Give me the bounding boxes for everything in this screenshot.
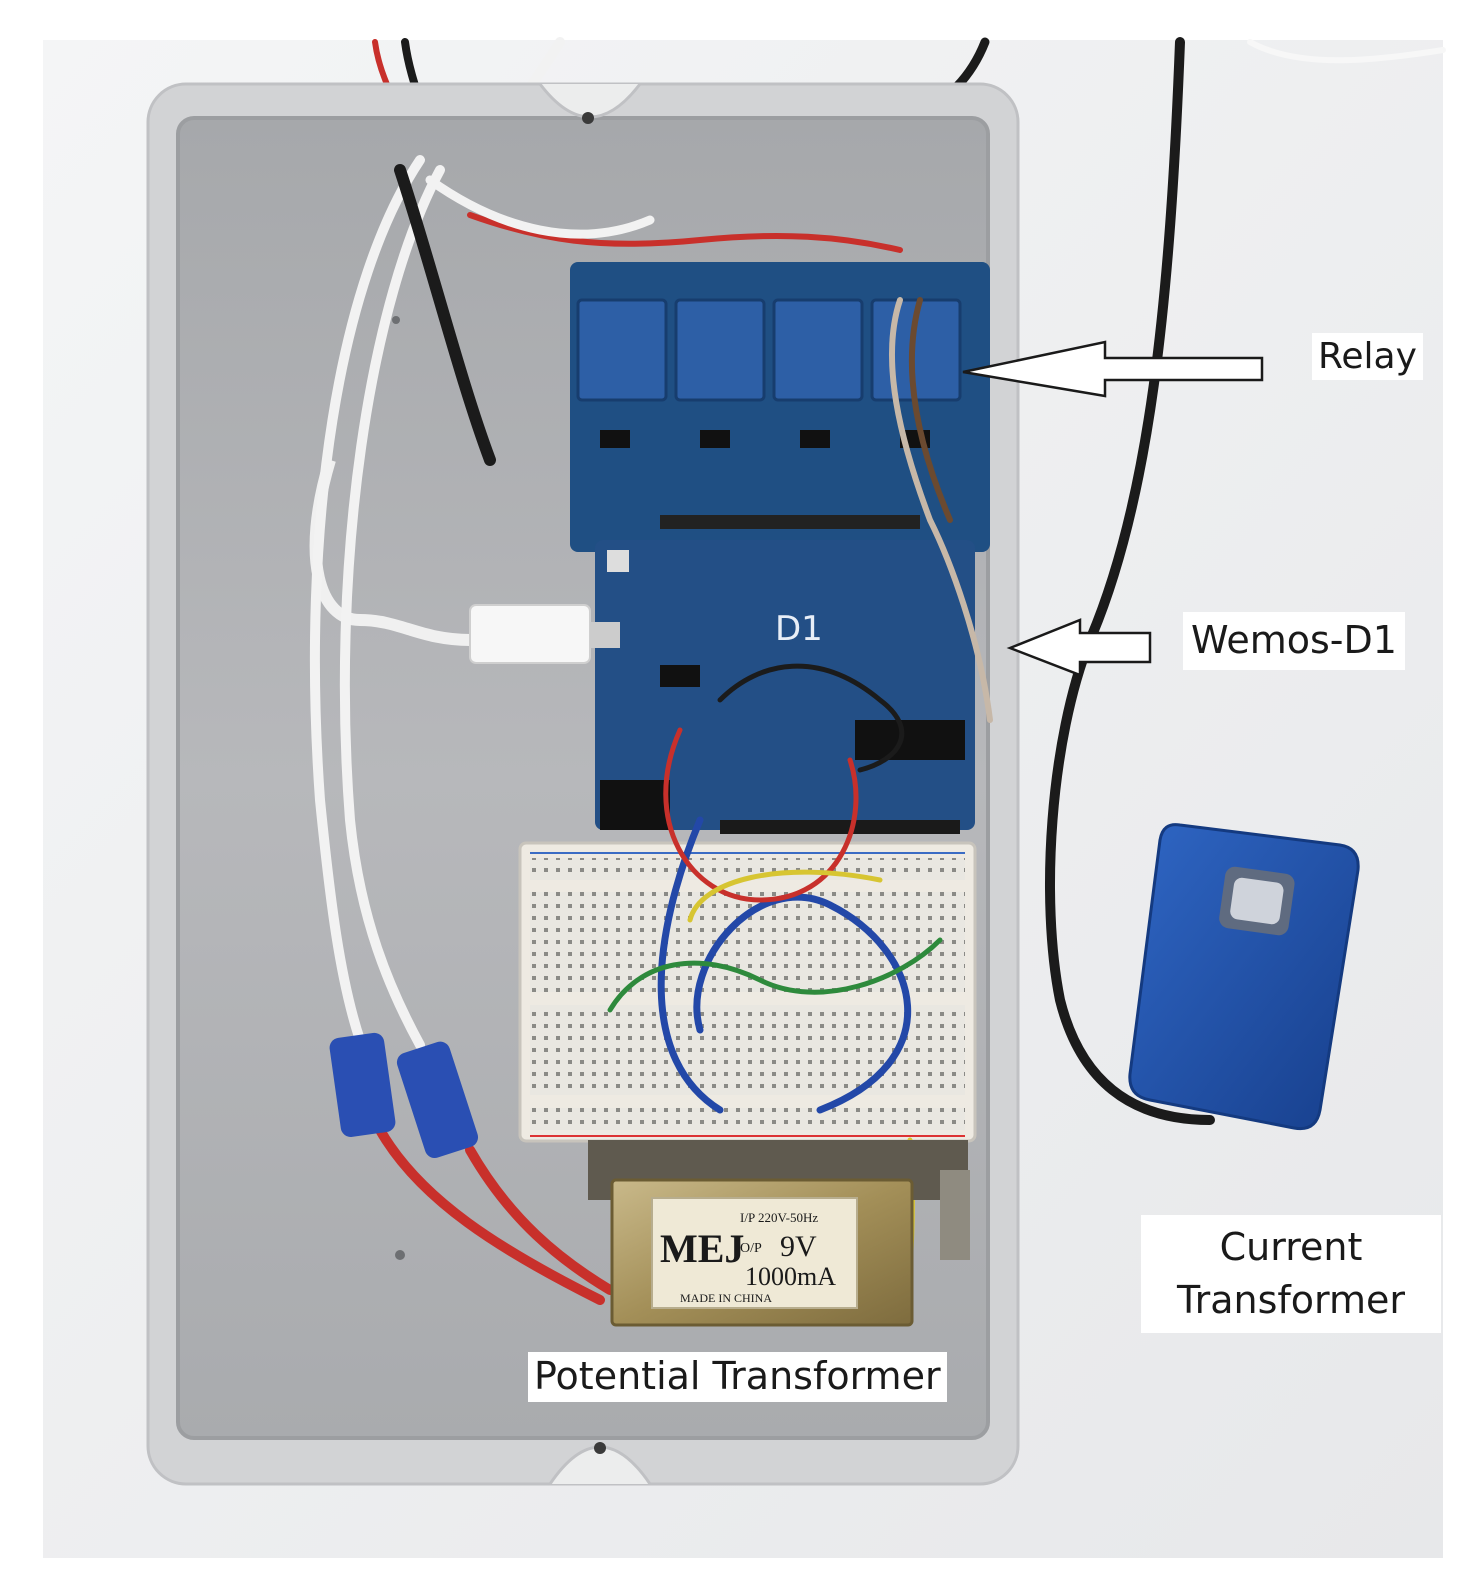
relay-module — [570, 262, 990, 552]
transformer-sticker — [651, 1197, 858, 1309]
breadboard — [518, 841, 977, 1143]
esp-module — [855, 720, 965, 760]
relay-2 — [674, 298, 766, 402]
relay-1 — [576, 298, 668, 402]
transformer-brand: MEJ — [660, 1226, 744, 1271]
current-transformer-clamp — [1128, 823, 1360, 1131]
potential-transformer: MEJ I/P 220V-50Hz O/P 9V 1000mA MADE IN … — [588, 1140, 970, 1327]
jumper-wires — [425, 175, 993, 1323]
wemos-d1-board: D1 — [595, 540, 975, 834]
relay-3 — [772, 298, 864, 402]
transformer-output-prefix: O/P — [740, 1241, 762, 1256]
relay-arrow — [962, 340, 1264, 398]
spade-connectors — [329, 1032, 479, 1159]
wemos-arrow — [1006, 618, 1152, 677]
mains-wires — [309, 155, 615, 1305]
transformer-output-current: 1000mA — [745, 1262, 836, 1291]
potential-transformer-label: Potential Transformer — [528, 1352, 947, 1402]
transformer-origin: MADE IN CHINA — [680, 1291, 772, 1305]
transformer-input-rating: I/P 220V-50Hz — [740, 1210, 818, 1225]
wemos-d1-label: Wemos-D1 — [1183, 612, 1405, 670]
transformer-output-voltage: 9V — [780, 1230, 817, 1263]
current-transformer-label: Current Transformer — [1141, 1215, 1441, 1334]
relay-label: Relay — [1312, 333, 1423, 381]
board-marking: D1 — [775, 609, 823, 649]
annotation-arrows — [962, 340, 1264, 677]
